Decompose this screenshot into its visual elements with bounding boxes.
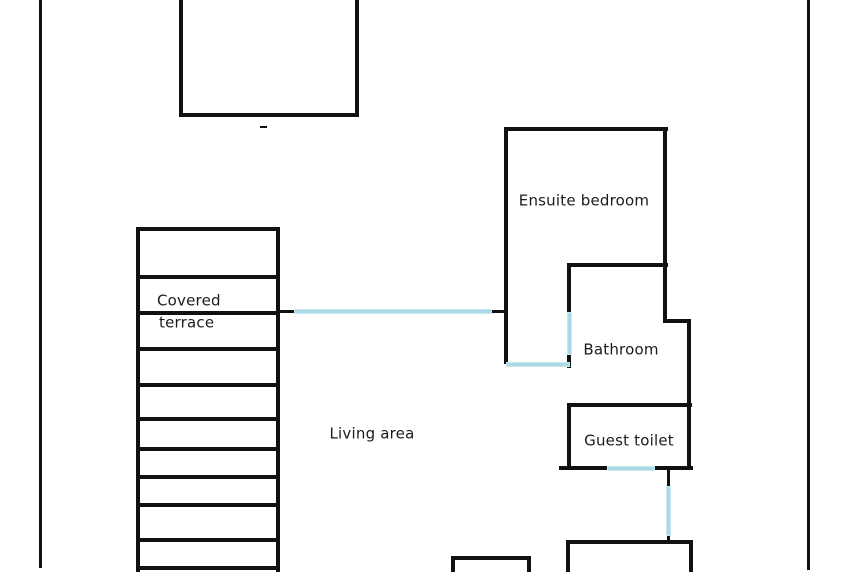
label-pool: Pool [238,0,274,4]
wall-terrace-stripe-6 [136,417,280,421]
wall-pool-bottom [179,113,359,117]
wall-outer-border-right [807,0,810,570]
wall-terrace-stripe-7 [136,447,280,451]
wall-terrace-stripe-9 [136,503,280,507]
wall-outer-border-left [39,0,42,568]
wall-bathroom-notch-top [663,319,691,323]
wall-terrace-stripe-1 [136,227,280,231]
label-covered-line1: Covered [157,291,221,310]
opening-guest-toilet [608,467,654,470]
label-bathroom: Bathroom [583,340,659,359]
wall-pool-tick [260,126,267,128]
wall-bottom-room-top [566,540,693,544]
wall-door-tick-living [490,310,506,313]
label-ensuite-bedroom: Ensuite bedroom [518,191,650,210]
wall-door-tick-gt-top [667,470,670,487]
wall-terrace-stripe-11 [136,566,280,570]
wall-terrace-stripe-5 [136,383,280,387]
wall-ensuite-bathroom-wall [568,263,668,267]
opening-hall-vertical [667,487,670,535]
wall-terrace-stripe-10 [136,538,280,542]
label-covered-line2: terrace [159,313,215,332]
wall-terrace-left [136,227,140,572]
wall-ensuite-left [504,127,508,364]
wall-guest-toilet-bottom-r [653,466,693,470]
wall-bottom-room-left [566,540,570,572]
wall-terrace-stripe-8 [136,475,280,479]
opening-corridor-bottom [507,363,569,366]
wall-terrace-right [276,227,280,572]
wall-door-tick-terrace [279,310,296,313]
opening-terrace-living [295,310,491,313]
wall-bottom-rect-left [451,556,455,572]
wall-terrace-stripe-3 [136,311,280,315]
wall-terrace-stripe-4 [136,347,280,351]
wall-bathroom-left-upper [567,263,571,314]
wall-bathroom-bottom [567,403,692,407]
wall-guest-toilet-bottom-l [559,466,608,470]
wall-bottom-rect-top [451,556,531,560]
opening-bathroom-left [568,313,571,354]
wall-bottom-rect-right [527,556,531,572]
wall-pool-right [355,0,359,117]
label-living-area: Living area [329,424,415,443]
wall-bottom-room-right [689,540,693,572]
wall-bathroom-right [687,319,691,470]
wall-bathroom-left-lower [567,353,571,368]
wall-door-tick-gt-bottom [667,535,670,543]
wall-terrace-stripe-2 [136,275,280,279]
wall-ensuite-top [504,127,668,131]
wall-ensuite-right [663,127,667,323]
wall-guest-toilet-left [567,403,571,470]
label-guest-toilet: Guest toilet [584,431,674,450]
wall-pool-left [179,0,183,117]
